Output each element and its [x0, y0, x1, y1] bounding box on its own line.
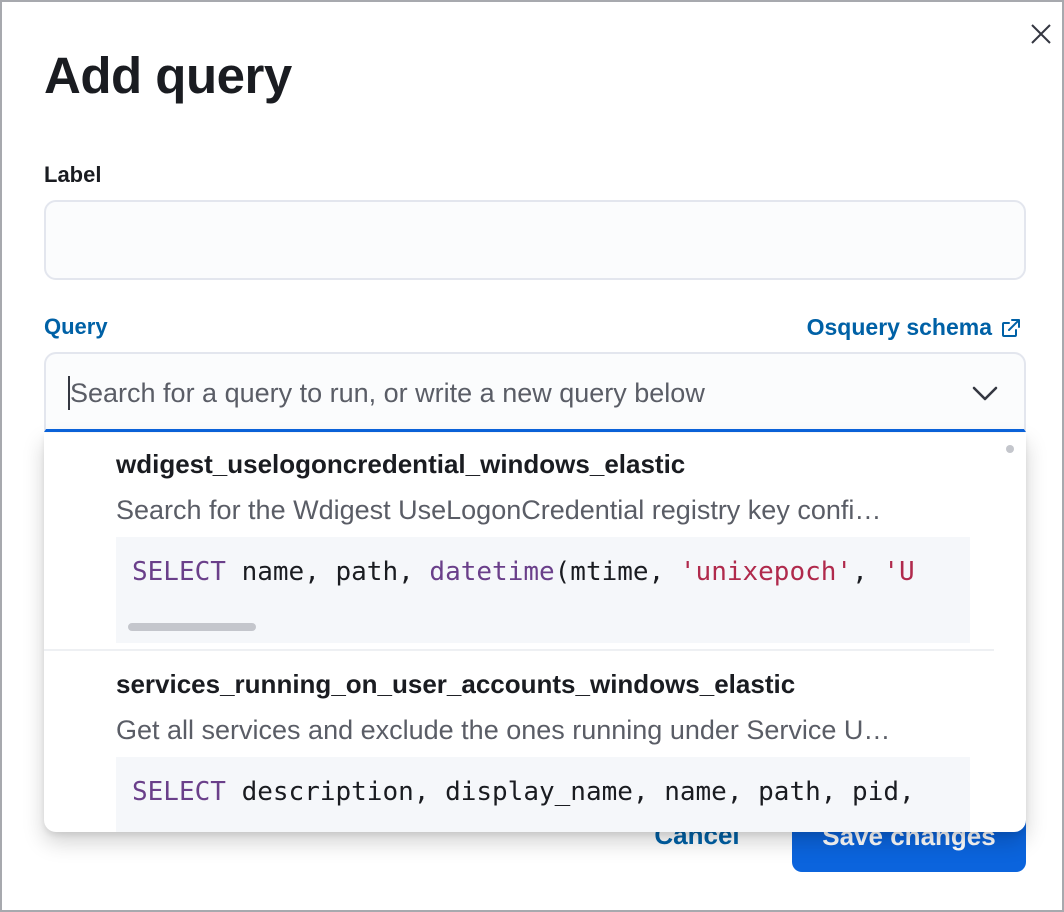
- code-keyword: SELECT: [132, 777, 226, 807]
- query-combobox[interactable]: [44, 352, 1026, 432]
- code-line: SELECT name, path, datetime(mtime, 'unix…: [132, 557, 915, 587]
- code-line: SELECT description, display_name, name, …: [132, 777, 915, 807]
- code-string: 'unixepoch': [679, 557, 853, 587]
- suggestion-name: services_running_on_user_accounts_window…: [116, 669, 796, 699]
- chevron-down-icon[interactable]: [970, 380, 1000, 406]
- suggestion-item[interactable]: services_running_on_user_accounts_window…: [44, 653, 994, 832]
- query-suggestions-list: wdigest_uselogoncredential_windows_elast…: [44, 433, 1026, 832]
- suggestion-item[interactable]: wdigest_uselogoncredential_windows_elast…: [44, 433, 994, 651]
- code-text: description, display_name, name, path, p…: [225, 777, 915, 807]
- close-icon: [1031, 24, 1051, 44]
- code-text: name, path,: [225, 557, 430, 587]
- modal-title: Add query: [44, 47, 292, 104]
- label-field-label: Label: [44, 162, 102, 187]
- query-field-label: Query: [44, 314, 108, 339]
- scrollbar-indicator[interactable]: [1006, 445, 1014, 453]
- suggestion-code-block: SELECT name, path, datetime(mtime, 'unix…: [116, 537, 970, 643]
- code-function: datetime: [429, 557, 555, 587]
- code-string: 'U: [883, 557, 915, 587]
- code-text: (mtime,: [554, 557, 680, 587]
- suggestion-name: wdigest_uselogoncredential_windows_elast…: [116, 449, 686, 479]
- suggestion-description: Get all services and exclude the ones ru…: [116, 715, 891, 745]
- text-caret: [68, 376, 70, 410]
- suggestion-description: Search for the Wdigest UseLogonCredentia…: [116, 495, 882, 525]
- horizontal-scrollbar[interactable]: [128, 623, 256, 631]
- close-button[interactable]: [1028, 21, 1054, 47]
- code-text: ,: [852, 557, 884, 587]
- query-search-input[interactable]: [70, 374, 940, 412]
- osquery-schema-link-label: Osquery schema: [806, 314, 992, 340]
- osquery-schema-link[interactable]: Osquery schema: [807, 314, 1022, 341]
- suggestion-code-block: SELECT description, display_name, name, …: [116, 757, 970, 832]
- external-link-icon: [1002, 318, 1020, 337]
- code-keyword: SELECT: [132, 557, 226, 587]
- label-input[interactable]: [44, 200, 1026, 280]
